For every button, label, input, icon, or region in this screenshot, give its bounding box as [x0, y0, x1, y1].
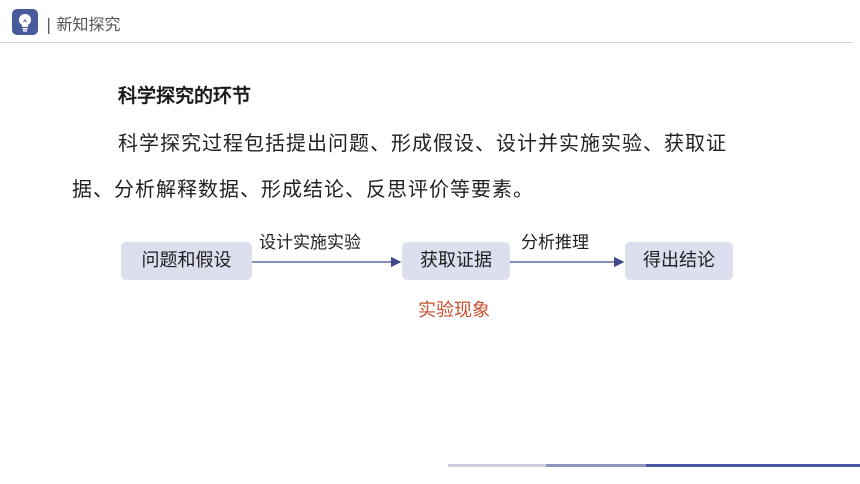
arrow-label-experiment: 设计实施实验 — [259, 233, 361, 253]
header-divider — [0, 42, 853, 43]
step-box-question: 问题和假设 — [121, 242, 252, 280]
footer-bar-medium — [546, 464, 646, 467]
header: | 新知探究 — [0, 0, 860, 44]
note-phenomenon: 实验现象 — [418, 300, 490, 321]
section-title: 科学探究的环节 — [118, 85, 252, 107]
intro-paragraph: 科学探究过程包括提出问题、形成假设、设计并实施实验、获取证 据、分析解释数据、形… — [72, 120, 812, 212]
step-box-evidence: 获取证据 — [402, 242, 510, 280]
footer-bar-light — [448, 464, 546, 467]
header-title: | 新知探究 — [46, 15, 121, 34]
arrow-label-reasoning: 分析推理 — [521, 233, 589, 253]
footer-bar-dark — [646, 464, 860, 467]
paragraph-line-2: 据、分析解释数据、形成结论、反思评价等要素。 — [72, 177, 534, 201]
step-box-conclusion: 得出结论 — [625, 242, 733, 280]
paragraph-line-1: 科学探究过程包括提出问题、形成假设、设计并实施实验、获取证 — [118, 131, 727, 155]
lightbulb-icon — [12, 9, 38, 35]
